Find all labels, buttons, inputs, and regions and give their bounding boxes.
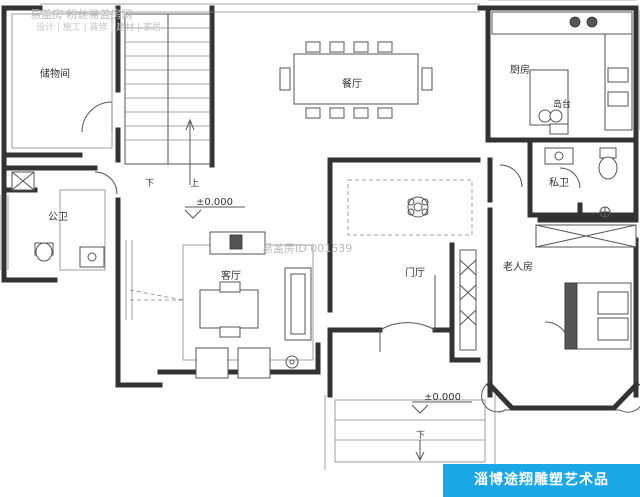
watermark-logo: 易盖房 粉丝易盖房网 xyxy=(30,7,133,21)
public-bath-fixtures xyxy=(11,171,106,271)
private-bath-fixtures xyxy=(544,147,618,218)
window-lines xyxy=(0,0,640,470)
elevation-marker-lower xyxy=(411,401,472,414)
room-label-elder-room: 老人房 xyxy=(503,260,533,273)
elevation-marker-upper xyxy=(184,206,245,219)
living-room-furniture xyxy=(129,231,314,379)
promo-banner: 淄博途翔雕塑艺术品 xyxy=(443,464,640,497)
stair xyxy=(124,13,211,185)
room-label-storage: 储物间 xyxy=(40,67,70,80)
foyer-details xyxy=(334,179,486,463)
dining-table-group xyxy=(279,41,433,119)
room-label-living: 客厅 xyxy=(221,269,241,282)
storage-room xyxy=(11,13,113,149)
room-label-foyer: 门厅 xyxy=(405,266,425,279)
room-label-island: 岛台 xyxy=(553,98,571,110)
interior-walls xyxy=(5,5,639,363)
room-label-kitchen: 厨房 xyxy=(510,63,530,76)
elder-room-furniture xyxy=(481,224,640,413)
room-label-dining: 餐厅 xyxy=(342,77,362,90)
watermark-id: 易盖房ID 001539 xyxy=(262,241,352,255)
watermark-sub: 设计 | 施工 | 装修 | 建材 | 家居 xyxy=(36,21,161,33)
room-label-public-bath: 公卫 xyxy=(48,212,68,223)
stair-label-up: 上 xyxy=(190,178,199,189)
promo-banner-text: 淄博途翔雕塑艺术品 xyxy=(474,472,609,488)
kitchen-fixtures xyxy=(491,11,633,135)
room-label-private-bath: 私卫 xyxy=(549,177,569,189)
exit-label-down: 下 xyxy=(416,431,425,441)
stair-label-down: 下 xyxy=(145,179,154,189)
elevation-label-upper: ±0.000 xyxy=(196,197,233,208)
elevation-label-lower: ±0.000 xyxy=(424,392,461,403)
